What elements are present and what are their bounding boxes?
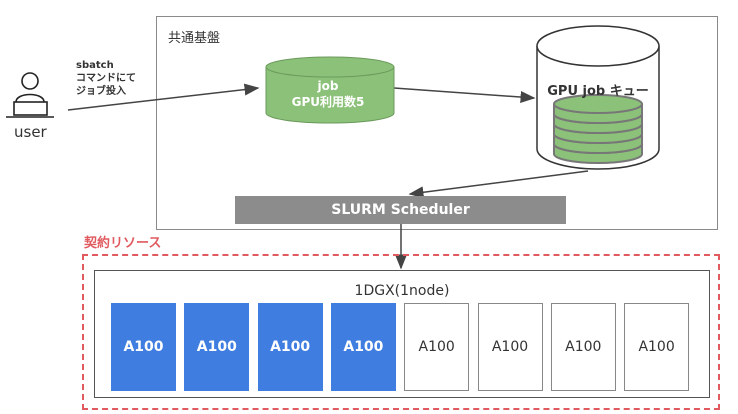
job-line1: job	[317, 79, 339, 93]
dgx-node-box	[94, 270, 710, 398]
gpu-free: A100	[404, 303, 470, 391]
slurm-scheduler: SLURM Scheduler	[235, 196, 566, 224]
gpu-free: A100	[624, 303, 690, 391]
sbatch-line1: sbatch	[76, 60, 114, 71]
arrow-queue-to-scheduler	[408, 170, 589, 199]
gpu-used: A100	[111, 303, 176, 391]
contract-resource-label: 契約リソース	[84, 236, 162, 251]
dgx-label: 1DGX(1node)	[354, 283, 450, 299]
shared-platform-label: 共通基盤	[168, 31, 221, 46]
job-label: job GPU利用数5	[262, 78, 394, 110]
sbatch-line2: コマンドにて	[76, 73, 136, 84]
queue-job-disk-top	[553, 94, 643, 114]
user-icon	[6, 72, 54, 118]
user-label: user	[14, 123, 47, 141]
sbatch-annotation: sbatch コマンドにて ジョブ投入	[76, 59, 136, 98]
queue-job-stack	[553, 94, 643, 164]
job-cylinder	[265, 56, 395, 124]
arrow-user-to-job	[67, 83, 260, 111]
gpu-free: A100	[477, 303, 543, 391]
job-line2: GPU利用数5	[291, 95, 365, 109]
gpu-used: A100	[330, 303, 396, 391]
gpu-used: A100	[184, 303, 250, 391]
sbatch-line3: ジョブ投入	[76, 86, 126, 97]
queue-label: GPU job キュー	[547, 84, 649, 99]
gpu-used: A100	[257, 303, 323, 391]
gpu-free: A100	[550, 303, 616, 391]
contract-resource-box	[82, 254, 720, 410]
arrow-job-to-queue	[393, 87, 536, 104]
shared-platform-box	[156, 16, 718, 230]
